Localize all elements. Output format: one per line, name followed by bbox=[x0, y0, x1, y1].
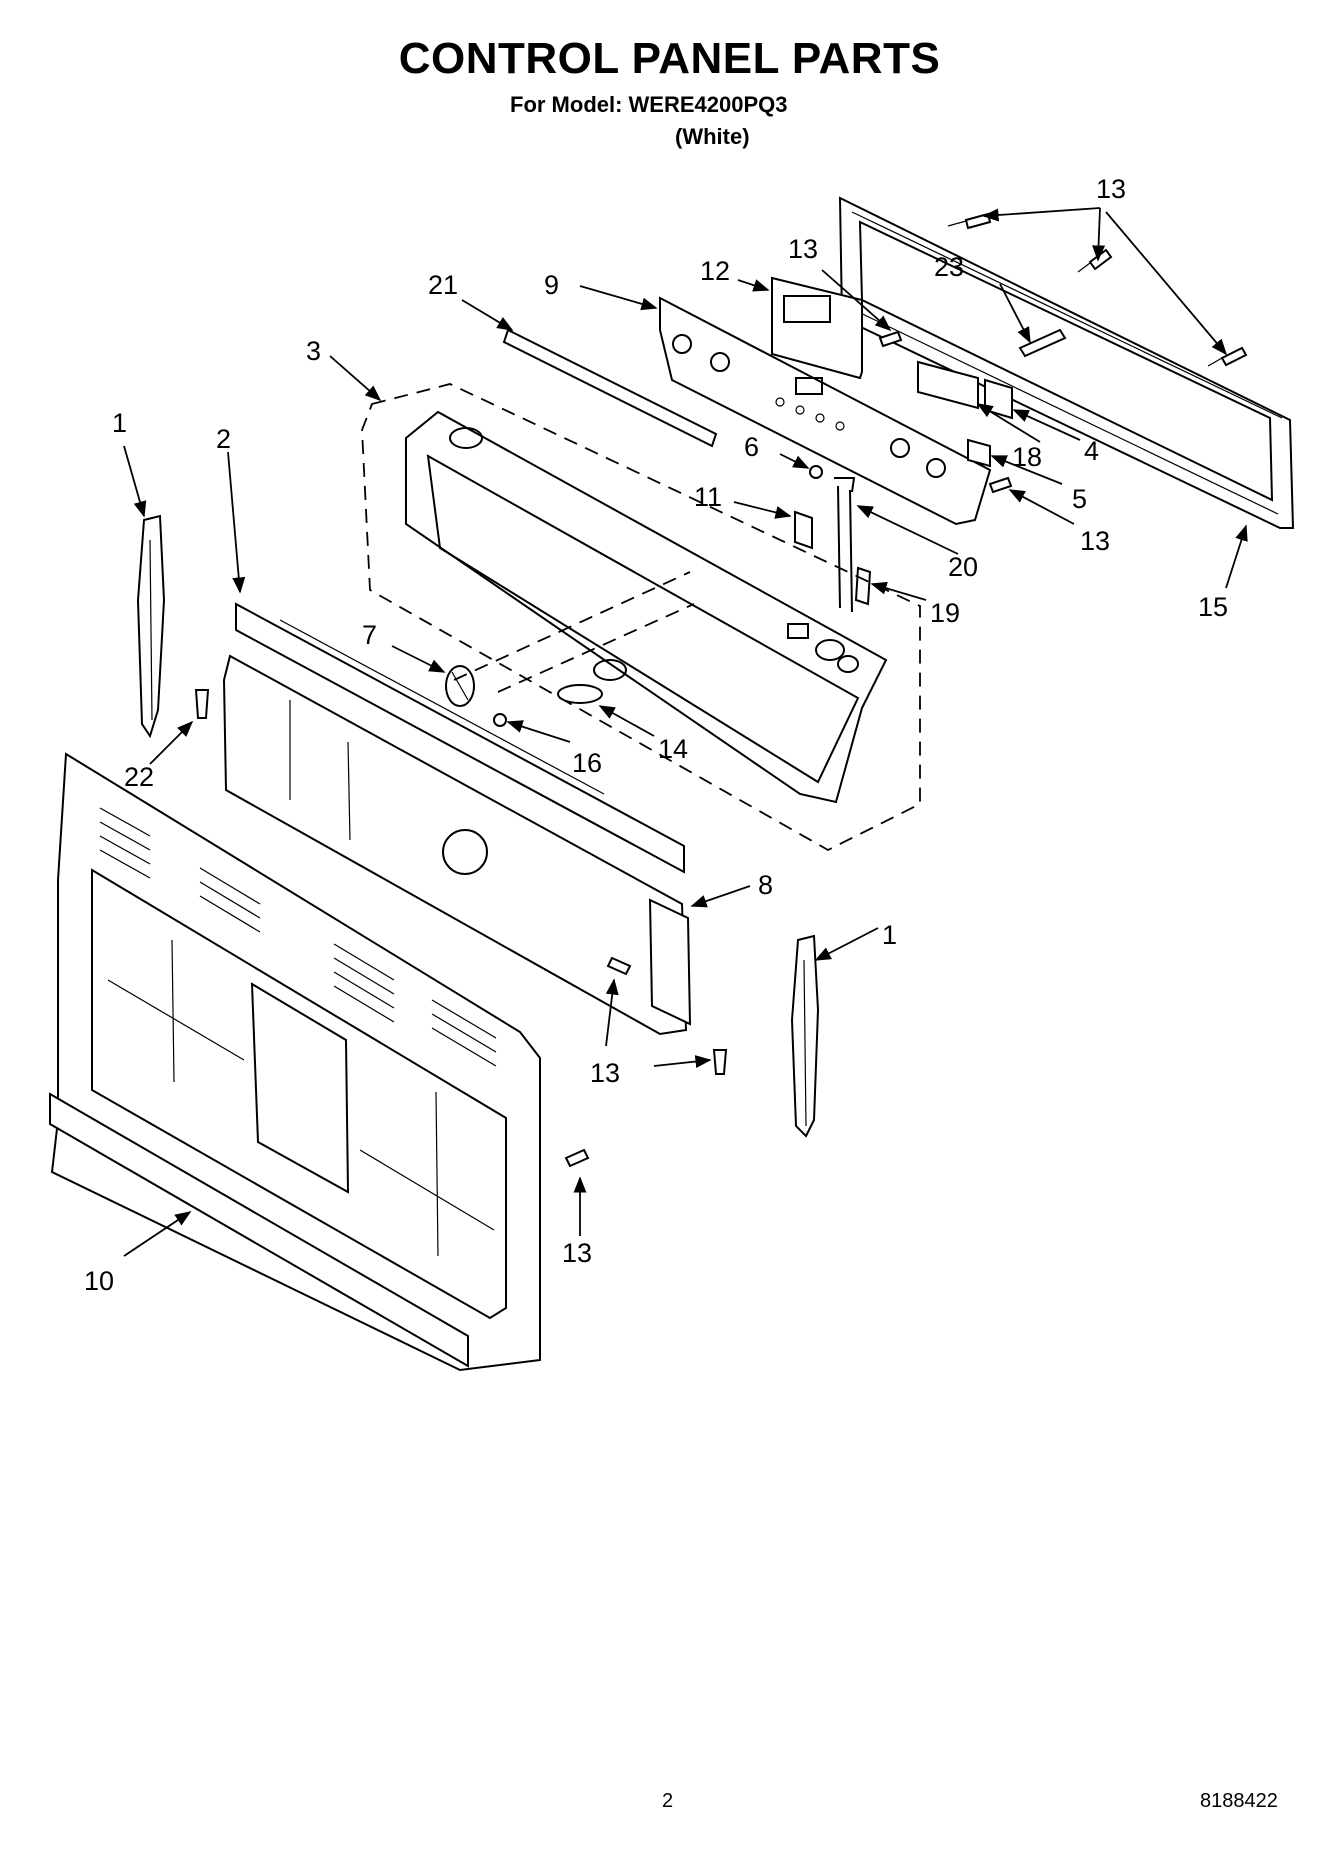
callout-12: 12 bbox=[700, 256, 730, 286]
callout-3: 3 bbox=[306, 336, 321, 366]
alignment-line-b bbox=[497, 603, 695, 693]
callout-13-top: 13 bbox=[1096, 174, 1126, 204]
callout-1-left: 1 bbox=[112, 408, 127, 438]
callout-2: 2 bbox=[216, 424, 231, 454]
callout-13-lower: 13 bbox=[590, 1058, 620, 1088]
screw-22 bbox=[194, 689, 210, 719]
part-9-console-panel bbox=[659, 296, 992, 526]
part-6-screw bbox=[809, 465, 823, 479]
screw-13-h bbox=[988, 476, 1013, 494]
screw-13-a bbox=[947, 212, 992, 230]
callout-21: 21 bbox=[428, 270, 458, 300]
model-line: For Model: WERE4200PQ3 bbox=[510, 92, 788, 117]
callout-19: 19 bbox=[930, 598, 960, 628]
part-23-clip bbox=[1018, 328, 1067, 358]
callout-14: 14 bbox=[658, 734, 688, 764]
part-15-trim-frame bbox=[838, 196, 1295, 529]
document-number: 8188422 bbox=[1200, 1790, 1278, 1812]
callout-4: 4 bbox=[1084, 436, 1099, 466]
leader-lines bbox=[123, 207, 1248, 1257]
callout-5: 5 bbox=[1072, 484, 1087, 514]
part-16-screw bbox=[493, 713, 507, 727]
screw-13-d bbox=[606, 956, 632, 976]
variant-line: (White) bbox=[675, 124, 750, 149]
callout-9: 9 bbox=[544, 270, 559, 300]
callout-13-right: 13 bbox=[1080, 526, 1110, 556]
screw-13-f bbox=[564, 1148, 590, 1168]
callout-13-bottom: 13 bbox=[562, 1238, 592, 1268]
screw-13-c bbox=[1207, 346, 1248, 367]
part-12-electronic-control bbox=[771, 276, 863, 380]
part-21-bracket bbox=[502, 328, 718, 448]
part-1-left-bracket bbox=[136, 514, 166, 739]
callout-11: 11 bbox=[694, 482, 722, 512]
part-2-backguard-frame bbox=[222, 602, 688, 1036]
part-3-control-panel bbox=[405, 410, 888, 804]
callout-20: 20 bbox=[948, 552, 978, 582]
part-1-right-bracket bbox=[790, 934, 820, 1138]
part-3-assembly-outline bbox=[361, 383, 921, 852]
callout-1-right: 1 bbox=[882, 920, 897, 950]
callout-22: 22 bbox=[124, 762, 154, 792]
part-20-sensor bbox=[834, 477, 856, 613]
callout-7: 7 bbox=[362, 620, 377, 650]
part-5-switch bbox=[967, 438, 991, 468]
part-8-bracket bbox=[648, 898, 692, 1026]
part-19-plug bbox=[854, 566, 872, 606]
callout-10: 10 bbox=[84, 1266, 114, 1296]
part-10-rear-panel bbox=[49, 752, 541, 1372]
alignment-line-a bbox=[453, 571, 691, 681]
part-7-knob bbox=[445, 665, 475, 707]
callout-13-mid: 13 bbox=[788, 234, 818, 264]
page-number: 2 bbox=[662, 1790, 674, 1812]
screw-13-e bbox=[712, 1049, 728, 1075]
screw-13-g bbox=[878, 330, 903, 348]
part-11-switch bbox=[794, 510, 813, 550]
callout-18: 18 bbox=[1012, 442, 1042, 472]
callout-15: 15 bbox=[1198, 592, 1228, 622]
callout-8: 8 bbox=[758, 870, 773, 900]
page-title: CONTROL PANEL PARTS bbox=[398, 34, 941, 83]
callout-16: 16 bbox=[572, 748, 602, 778]
part-14-cap bbox=[557, 684, 603, 704]
callout-6: 6 bbox=[744, 432, 759, 462]
callout-23: 23 bbox=[934, 252, 964, 282]
screw-13-b bbox=[1077, 248, 1113, 273]
